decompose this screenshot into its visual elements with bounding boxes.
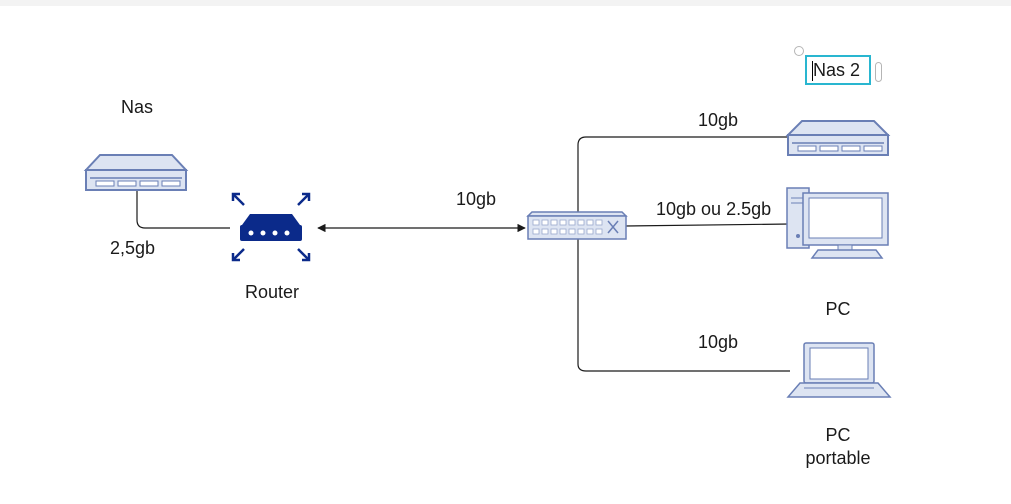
nas2-label[interactable]: Nas 2 (813, 60, 861, 80)
resize-handle[interactable] (875, 62, 882, 82)
link-label-switch-nas2: 10gb (698, 110, 739, 130)
nas2-label-editbox[interactable]: Nas 2 (805, 55, 871, 85)
router-icon[interactable] (231, 192, 311, 262)
text-caret (812, 61, 813, 81)
switch-icon[interactable] (526, 211, 628, 240)
link-label-switch-laptop: 10gb (698, 332, 739, 352)
link-switch-nas2[interactable] (577, 136, 788, 240)
link-label-nas-router: 2,5gb (110, 238, 156, 258)
laptop-label-line1: PC (825, 425, 851, 445)
nas-label: Nas (120, 97, 154, 117)
pc-desktop-icon[interactable] (786, 187, 889, 259)
top-bar (0, 0, 1011, 6)
link-label-router-switch: 10gb (456, 189, 497, 209)
pc-label: PC (825, 299, 851, 319)
laptop-icon[interactable] (786, 342, 892, 398)
link-label-switch-pc: 10gb ou 2.5gb (656, 199, 772, 219)
link-nas-router[interactable] (136, 190, 230, 229)
router-label: Router (244, 282, 300, 302)
nas-device-icon[interactable] (83, 154, 189, 191)
rotate-handle[interactable] (794, 46, 804, 56)
connectors (136, 136, 791, 372)
nas2-device-icon[interactable] (785, 120, 891, 156)
link-switch-pc[interactable] (624, 223, 791, 227)
laptop-label-line2: portable (805, 448, 871, 468)
link-switch-laptop[interactable] (577, 240, 790, 372)
